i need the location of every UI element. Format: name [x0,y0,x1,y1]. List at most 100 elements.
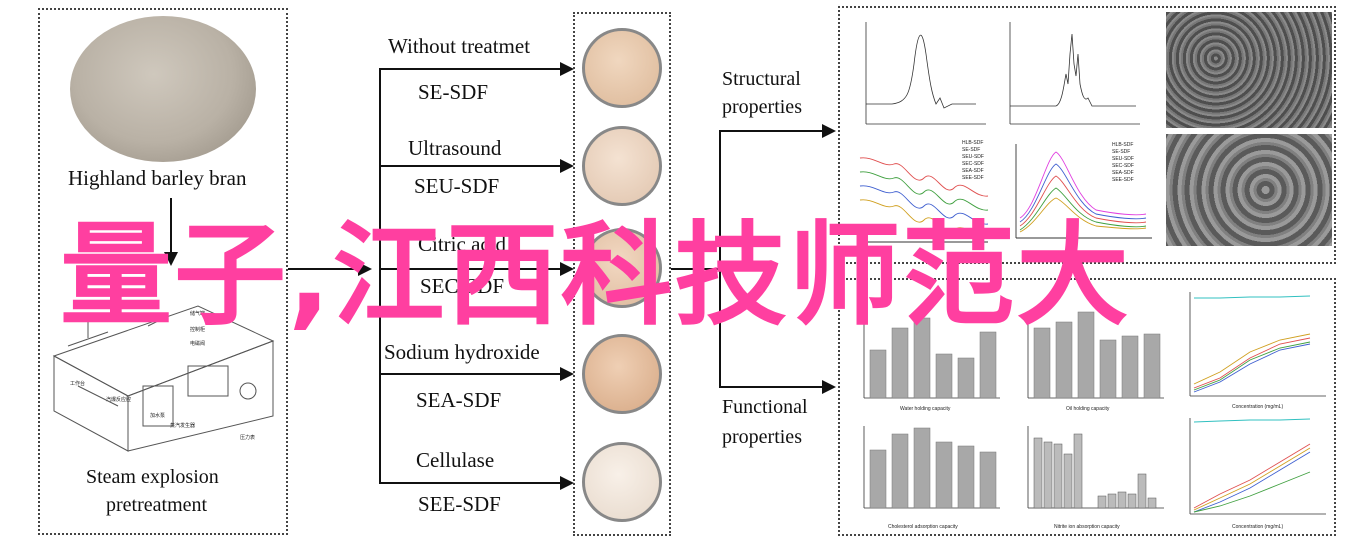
nitrite-chart-xlabel: Nitrite ion absorption capacity [1054,524,1120,530]
branch-5 [379,482,565,484]
ftir-legend-4: SEC-SDF [962,161,984,167]
arrow-to-treatments [288,268,362,270]
pretreatment-line1: Steam explosion [86,466,219,488]
device-label-1: 工作台 [70,381,86,387]
raw-material-label: Highland barley bran [68,166,247,190]
functional-label-2: properties [722,426,802,448]
sample-dish-se-sdf [582,28,662,108]
structural-properties-box: HLB-SDF SE-SDF SEU-SDF SEC-SDF SEA-SDF S… [838,6,1336,264]
cholesterol-adsorption-chart [863,426,1000,509]
ftir-legend-2: SE-SDF [962,147,981,153]
water-bar-sea [957,357,975,399]
branch-3-head [560,262,574,276]
dpph-scavenging-chart [1189,292,1326,397]
treatment-3-code: SEC-SDF [420,274,505,298]
xrd-legend-2: SE-SDF [1112,149,1131,155]
molecular-weight-chromatogram-1 [865,22,986,125]
abts-scavenging-chart [1189,418,1326,515]
steam-explosion-device-drawing [52,305,275,452]
samples-box [573,12,671,536]
device-label-3: 加水泵 [150,413,166,419]
water-bar-se [891,327,909,399]
samples-to-outcome [671,268,721,270]
sample-dish-see-sdf [582,442,662,522]
structural-label-2: properties [722,96,802,118]
water-holding-chart [863,312,1000,399]
chol-bar-see [979,451,997,509]
outcome-trunk [719,130,721,388]
treatment-1-name: Without treatmet [388,34,531,58]
chol-chart-xlabel: Cholesterol adsorption capacity [888,524,958,530]
oil-bar-see [1143,333,1161,399]
branch-4 [379,373,565,375]
dpph-chart-xlabel: Concentration (mg/mL) [1232,404,1284,410]
overlay-watermark-text: 量子,江西科技师范大 [60,211,1131,341]
structural-label-1: Structural [722,68,801,90]
branch-1-head [560,62,574,76]
branch-5-head [560,476,574,490]
water-bar-see [979,331,997,399]
treatment-5-code: SEE-SDF [418,492,501,516]
device-label-8: 压力表 [240,435,256,441]
water-chart-xlabel: Water holding capacity [900,406,951,412]
water-bar-hlb [869,349,887,399]
functional-properties-box: Water holding capacity Oil holding capac… [838,278,1336,536]
sem-image-1 [1166,12,1332,128]
xrd-legend-6: SEE-SDF [1112,177,1134,183]
ftir-legend-5: SEA-SDF [962,168,984,174]
device-label-2: 汽爆反应腔 [106,397,132,403]
chol-bar-se [891,433,909,509]
outcome-structural-branch [719,130,825,132]
barley-bran-powder-image [70,16,256,162]
treatment-2-code: SEU-SDF [414,174,500,198]
sample-dish-sea-sdf [582,334,662,414]
water-bar-seu [913,317,931,399]
treatment-trunk [379,68,381,484]
abts-chart-xlabel: Concentration (mg/mL) [1232,524,1284,530]
device-label-5: 储气罐 [190,311,206,317]
device-label-4: 蒸汽发生器 [170,423,196,429]
ftir-legend-1: HLB-SDF [962,140,984,146]
chol-bar-sea [957,445,975,509]
oil-bar-hlb [1033,327,1051,399]
pretreatment-line2: pretreatment [106,494,208,516]
treatment-4-name: Sodium hydroxide [384,340,540,364]
xrd-legend-1: HLB-SDF [1112,142,1134,148]
raw-material-box: Highland barley bran Steam explosion pre… [38,8,288,535]
sample-dish-seu-sdf [582,126,662,206]
sem-image-2 [1166,134,1332,246]
nitrite-absorption-chart [1027,426,1164,509]
arrow-to-treatments-head [358,262,372,276]
outcome-functional-head [822,380,836,394]
ftir-legend-6: SEE-SDF [962,175,984,181]
treatment-2-name: Ultrasound [408,136,502,160]
oil-holding-chart [1027,311,1164,399]
oil-bar-sea [1121,335,1139,399]
treatment-5-name: Cellulase [416,448,495,472]
branch-2 [379,165,565,167]
device-label-6: 控制柜 [190,327,206,333]
ftir-spectra [859,157,989,243]
xrd-legend-3: SEU-SDF [1112,156,1134,162]
device-label-7: 电磁阀 [190,341,206,347]
sample-dish-sec-sdf [582,228,662,308]
treatment-1-code: SE-SDF [418,80,489,104]
water-bar-sec [935,353,953,399]
arrow-raw-to-device [170,198,172,254]
ftir-legend-3: SEU-SDF [962,154,984,160]
molecular-weight-chromatogram-2 [1009,22,1140,125]
xrd-legend-4: SEC-SDF [1112,163,1134,169]
branch-2-head [560,159,574,173]
chol-bar-sec [935,441,953,509]
xrd-legend-5: SEA-SDF [1112,170,1134,176]
oil-bar-seu [1077,311,1095,399]
treatment-3-name: Citric acid [418,232,507,256]
branch-1 [379,68,565,70]
branch-3 [379,268,565,270]
arrow-raw-to-device-head [164,252,178,266]
xrd-patterns [1015,144,1152,239]
outcome-structural-head [822,124,836,138]
chol-bar-seu [913,427,931,509]
branch-4-head [560,367,574,381]
functional-label-1: Functional [722,396,808,418]
